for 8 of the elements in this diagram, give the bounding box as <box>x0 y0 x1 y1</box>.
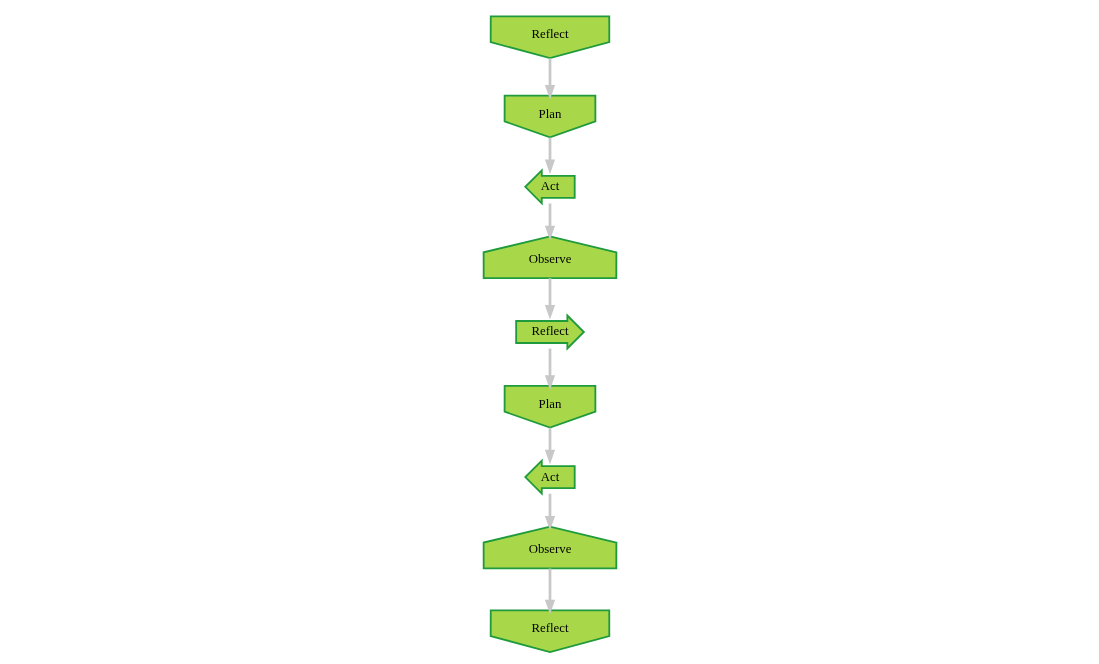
arrow <box>544 203 555 241</box>
arrow <box>544 137 555 175</box>
arrow <box>544 568 555 615</box>
arrow <box>544 427 555 465</box>
arrow <box>544 278 555 320</box>
arrow <box>544 348 555 390</box>
arrow <box>544 58 555 100</box>
arrow <box>544 493 555 531</box>
